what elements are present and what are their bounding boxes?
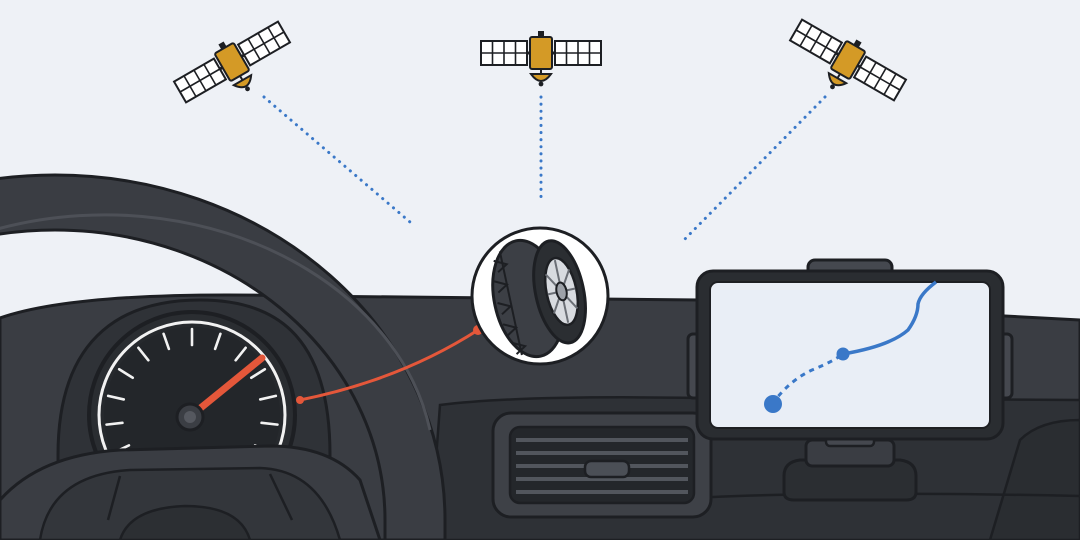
vent-tab [583, 459, 631, 479]
air-vent [491, 411, 713, 519]
connector-dot-speedometer [296, 396, 304, 404]
location-dot-icon [764, 395, 782, 413]
speed-to-tire-connector [299, 328, 479, 402]
route-ahead [842, 280, 938, 356]
signal-lines [262, 95, 827, 244]
speedometer-tick [117, 367, 135, 380]
route-traveled [770, 352, 844, 405]
speedometer-tick [162, 332, 171, 351]
dashboard-right-panel [988, 418, 1080, 540]
speedometer-tick [106, 394, 126, 401]
speed-needle [188, 354, 266, 419]
location-dot-icon [836, 347, 850, 361]
speedometer-tick [137, 346, 150, 362]
steering-wheel [0, 173, 447, 540]
speedometer-tick [213, 332, 222, 351]
speedometer-tick [234, 346, 247, 362]
tire-icon [470, 226, 610, 366]
steering-wheel-rim [0, 173, 447, 540]
speedometer-tick [249, 367, 267, 380]
phone-screen [709, 281, 991, 429]
speedometer-tick [260, 421, 279, 426]
phone-icon [695, 269, 1005, 441]
signal-line-right [680, 95, 827, 244]
speedometer-tick [105, 421, 124, 426]
speedometer-tick [258, 394, 278, 401]
